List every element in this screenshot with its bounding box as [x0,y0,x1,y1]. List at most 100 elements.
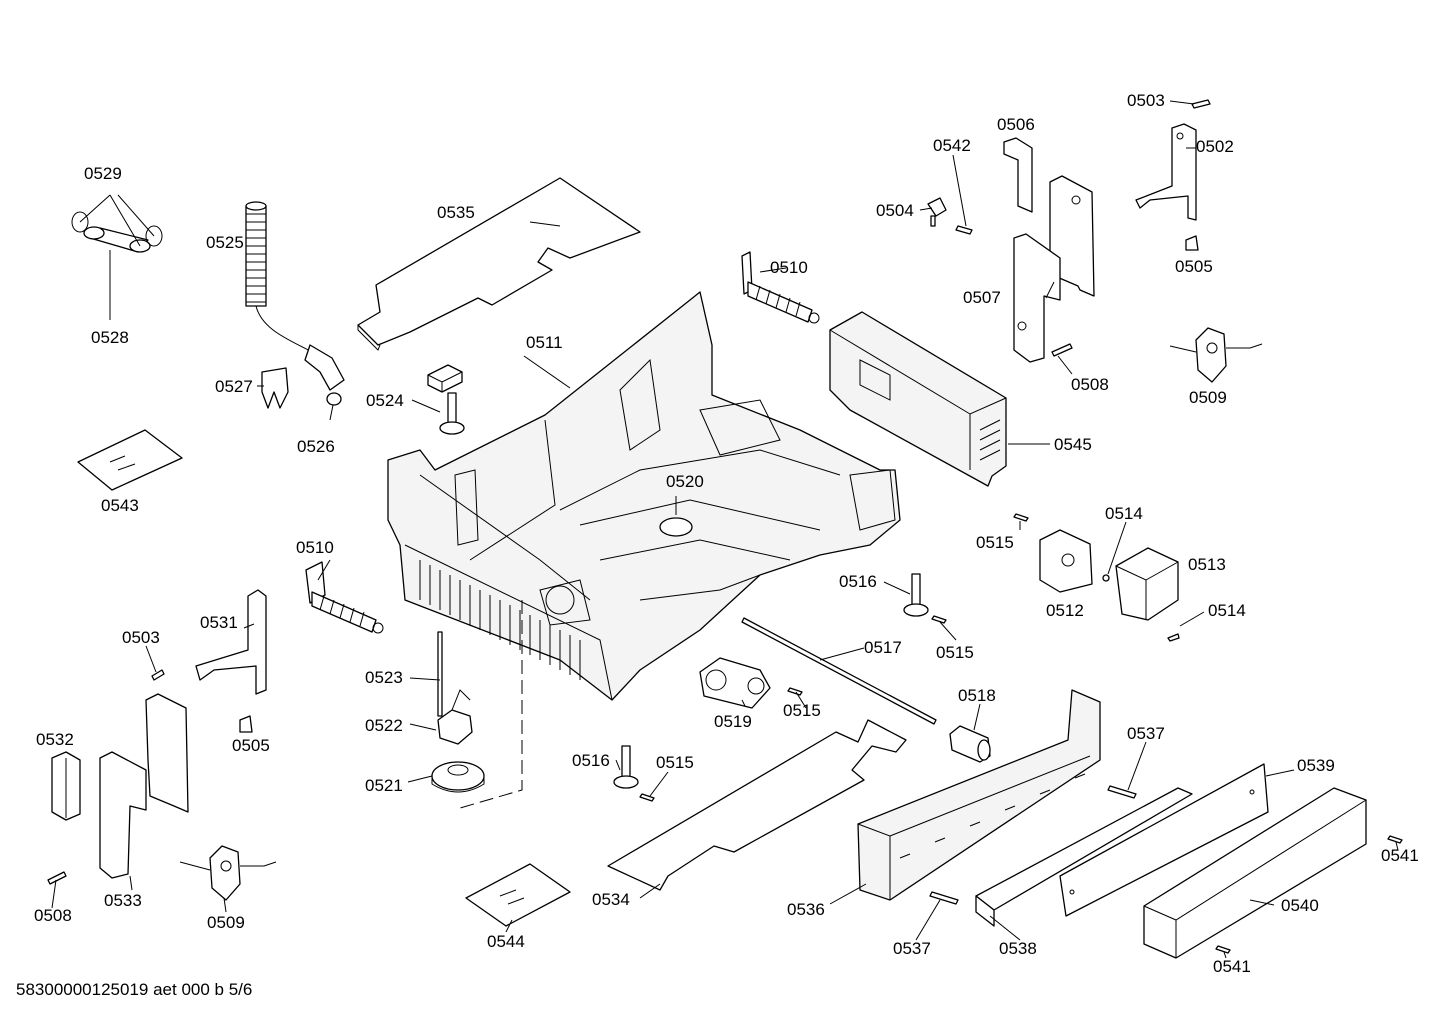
label-0535: 0535 [437,203,475,222]
label-0520: 0520 [666,472,704,491]
part-0510-spring-upper [741,251,820,324]
part-0502-bracket [1135,123,1197,221]
part-0507-bracket [1013,175,1095,363]
part-0533-bracket [99,693,189,879]
part-0517-rod [741,617,937,725]
label-0542: 0542 [933,136,971,155]
part-0532-handle [51,751,81,821]
label-0534: 0534 [592,890,630,909]
assembly-dashed-line [457,600,523,811]
part-0542-screw [955,225,973,235]
label-0509-upper: 0509 [1189,388,1227,407]
part-0534-base-plate [607,719,907,891]
label-0516-lower: 0516 [572,751,610,770]
part-0515-screw-a [1013,513,1029,522]
label-0505-upper: 0505 [1175,257,1213,276]
label-0526: 0526 [297,437,335,456]
label-0543: 0543 [101,496,139,515]
part-0515-screw-d [639,793,655,802]
part-0511-base-tub [387,291,901,701]
label-0525: 0525 [206,233,244,252]
label-0512: 0512 [1046,601,1084,620]
part-0521-wheel [431,761,485,793]
label-0538: 0538 [999,939,1037,958]
part-0536-kickplate [857,689,1101,901]
label-0541-a: 0541 [1381,846,1419,865]
part-0537-screw-b [929,891,959,905]
part-0543-screw-bag [77,429,183,491]
part-0508-screw-lower [47,871,67,885]
label-0523: 0523 [365,668,403,687]
label-0541-b: 0541 [1213,957,1251,976]
part-0513-cover [1115,547,1179,621]
label-0519: 0519 [714,712,752,731]
label-0506: 0506 [997,115,1035,134]
label-0515-a: 0515 [976,533,1014,552]
label-0511: 0511 [526,333,563,352]
part-0510-spring-lower [305,561,384,634]
label-0509-lower: 0509 [207,913,245,932]
label-0531: 0531 [200,613,238,632]
leader-lines [51,100,1399,959]
label-0516-upper: 0516 [839,572,877,591]
part-0515-screw-c [787,687,803,696]
part-0512-cover [1039,529,1093,593]
label-0507: 0507 [963,288,1001,307]
label-0533: 0533 [104,891,142,910]
part-0544-screw-bag [465,863,571,927]
label-0503-upper: 0503 [1127,91,1165,110]
part-0519-valve [699,657,771,709]
part-0505-clip-upper [1185,235,1199,251]
label-0514-a: 0514 [1105,504,1143,523]
part-0503-screw-lower [151,669,165,681]
label-0536: 0536 [787,900,825,919]
part-0514-screw-b [1167,633,1180,642]
label-0545: 0545 [1054,435,1092,454]
label-0521: 0521 [365,776,403,795]
part-0505-clip-lower [239,715,253,733]
part-0509-lock-lower [179,845,277,901]
label-0515-d: 0515 [656,753,694,772]
part-0516-foot-upper [903,573,929,617]
part-0523-rod [437,631,443,717]
part-0504-connector [927,197,947,227]
label-0517: 0517 [864,638,902,657]
label-0508-upper: 0508 [1071,375,1109,394]
label-0529: 0529 [84,164,122,183]
label-0513: 0513 [1188,555,1226,574]
label-0524: 0524 [366,391,404,410]
label-0505-lower: 0505 [232,736,270,755]
part-0541-screw-a [1387,835,1403,844]
label-0504: 0504 [876,201,914,220]
label-0510-upper: 0510 [770,258,808,277]
part-0531-bracket [195,589,267,695]
part-0506-bracket [1003,137,1033,213]
part-0524-pad-and-screw [427,364,465,435]
label-0539: 0539 [1297,756,1335,775]
part-0503-screw-upper [1191,99,1211,109]
part-0537-screw-a [1107,785,1137,799]
part-0518-knob [949,725,991,763]
label-0522: 0522 [365,716,403,735]
part-0538-bar [975,787,1193,927]
part-0516-foot-lower [613,745,639,789]
part-0515-screw-b [931,615,947,624]
label-0527: 0527 [215,377,253,396]
part-0528-sleeve [71,211,163,253]
label-0537-b: 0537 [893,939,931,958]
label-0503-lower: 0503 [122,628,160,647]
part-0525-drain-hose [245,201,345,406]
part-0508-screw-upper [1051,343,1073,357]
label-0515-c: 0515 [783,701,821,720]
label-0502: 0502 [1196,137,1234,156]
label-0532: 0532 [36,730,74,749]
part-0540-skirting [1143,787,1367,959]
part-0509-lock-upper [1169,327,1263,383]
part-0539-strip [1059,763,1269,917]
label-0537-a: 0537 [1127,724,1165,743]
label-0508-lower: 0508 [34,906,72,925]
label-0518: 0518 [958,686,996,705]
label-0515-b: 0515 [936,643,974,662]
label-0540: 0540 [1281,896,1319,915]
